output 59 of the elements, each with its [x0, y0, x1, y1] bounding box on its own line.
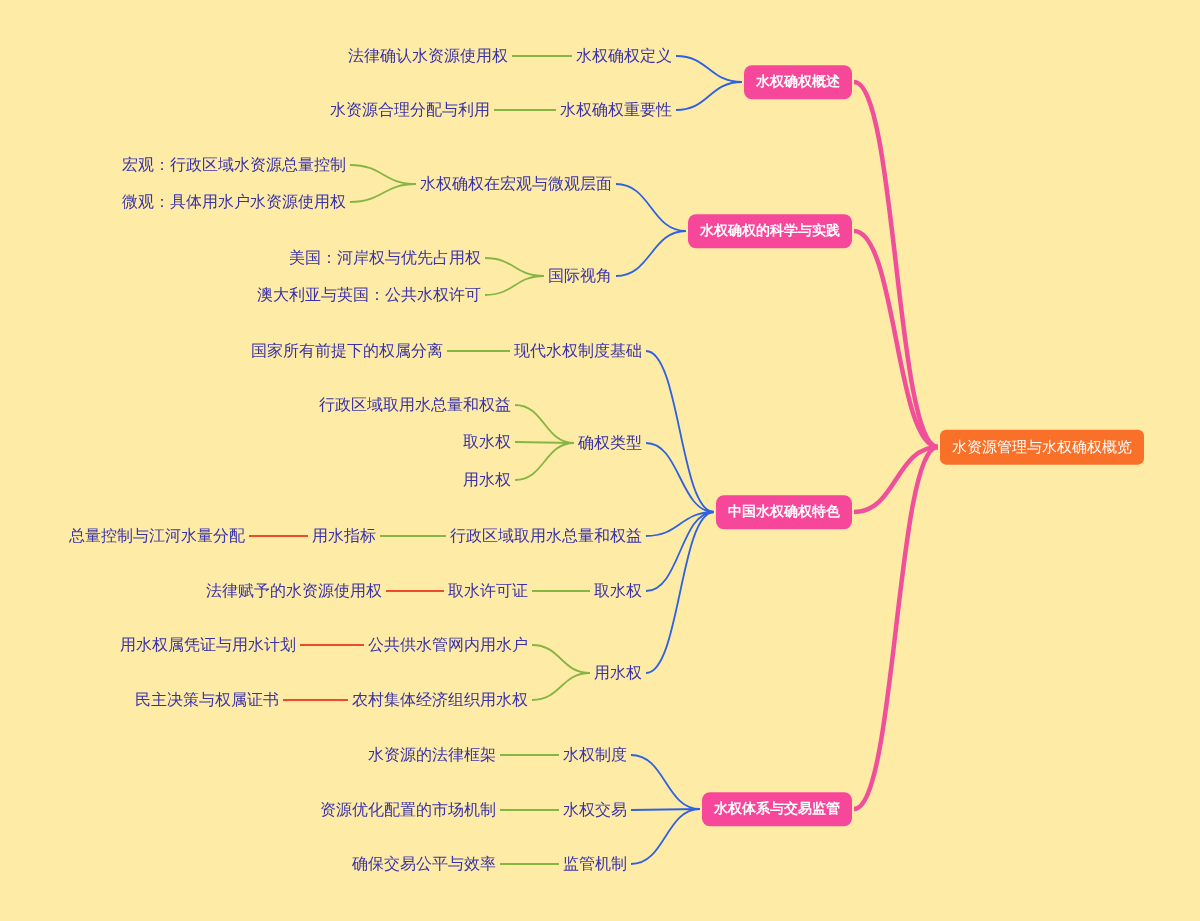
- branch-line: [385, 590, 445, 592]
- branch-line: [531, 590, 591, 592]
- subtopic-text: 用水权: [461, 468, 513, 492]
- branch-line: [379, 535, 447, 537]
- branch-line: [499, 809, 560, 811]
- subtopic-text: 法律确认水资源使用权: [346, 44, 510, 68]
- subtopic-text: 用水指标: [310, 524, 378, 548]
- branch-line: [499, 863, 560, 865]
- subtopic-text: 水权交易: [561, 798, 629, 822]
- subtopic-text: 法律赋予的水资源使用权: [204, 579, 384, 603]
- subtopic-text: 水权确权定义: [574, 44, 674, 68]
- main-topic-pill: 水权体系与交易监管: [702, 792, 852, 826]
- subtopic-text: 总量控制与江河水量分配: [67, 524, 247, 548]
- branch-line: [499, 754, 560, 756]
- branch-line: [514, 442, 575, 481]
- subtopic-text: 行政区域取用水总量和权益: [317, 393, 513, 417]
- subtopic-text: 现代水权制度基础: [512, 339, 644, 363]
- subtopic-text: 确保交易公平与效率: [350, 852, 498, 876]
- subtopic-text: 民主决策与权属证书: [133, 688, 281, 712]
- branch-line: [675, 81, 743, 111]
- subtopic-text: 用水权: [592, 661, 644, 685]
- subtopic-text: 水权确权重要性: [558, 98, 674, 122]
- main-topic-pill: 中国水权确权特色: [716, 495, 852, 529]
- branch-line: [852, 445, 940, 811]
- root-topic-box: 水资源管理与水权确权概览: [940, 429, 1144, 465]
- subtopic-text: 国家所有前提下的权属分离: [249, 339, 445, 363]
- branch-line: [531, 672, 591, 701]
- main-topic-pill: 水权确权概述: [744, 65, 852, 99]
- subtopic-text: 水资源合理分配与利用: [328, 98, 492, 122]
- main-topic-pill: 水权确权的科学与实践: [688, 214, 852, 248]
- subtopic-text: 国际视角: [546, 264, 614, 288]
- subtopic-text: 水资源的法律框架: [366, 743, 498, 767]
- branch-line: [511, 55, 573, 57]
- branch-line: [493, 109, 557, 111]
- branch-line: [349, 183, 417, 203]
- subtopic-text: 取水许可证: [446, 579, 530, 603]
- subtopic-text: 水权确权在宏观与微观层面: [418, 172, 614, 196]
- subtopic-text: 公共供水管网内用水户: [366, 633, 530, 657]
- subtopic-text: 取水权: [592, 579, 644, 603]
- branch-line: [446, 350, 511, 352]
- subtopic-text: 微观：具体用水户水资源使用权: [120, 190, 348, 214]
- subtopic-text: 用水权属凭证与用水计划: [118, 633, 298, 657]
- subtopic-text: 美国：河岸权与优先占用权: [287, 246, 483, 270]
- subtopic-text: 水权制度: [561, 743, 629, 767]
- branch-line: [630, 808, 701, 865]
- subtopic-text: 资源优化配置的市场机制: [318, 798, 498, 822]
- subtopic-text: 行政区域取用水总量和权益: [448, 524, 644, 548]
- subtopic-text: 监管机制: [561, 852, 629, 876]
- subtopic-text: 宏观：行政区域水资源总量控制: [120, 153, 348, 177]
- branch-line: [282, 699, 349, 701]
- branch-line: [615, 230, 687, 277]
- subtopic-text: 农村集体经济组织用水权: [350, 688, 530, 712]
- branch-line: [645, 511, 715, 674]
- subtopic-text: 取水权: [461, 430, 513, 454]
- branch-line: [248, 535, 309, 537]
- subtopic-text: 澳大利亚与英国：公共水权许可: [255, 283, 483, 307]
- branch-line: [299, 644, 365, 646]
- subtopic-text: 确权类型: [576, 431, 644, 455]
- branch-line: [484, 275, 545, 296]
